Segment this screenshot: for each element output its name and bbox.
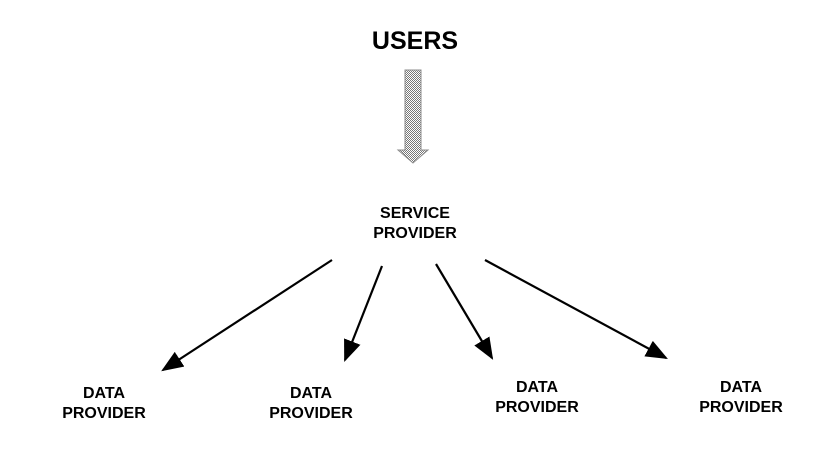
arrow-to-data-provider-4: [484, 259, 668, 360]
data-provider-line-2: PROVIDER: [495, 399, 579, 416]
data-provider-line-1: DATA: [719, 379, 763, 396]
service-provider-node: SERVICE PROVIDER: [315, 204, 515, 244]
service-provider-line-1: SERVICE: [380, 205, 450, 222]
arrow-to-data-provider-3: [435, 263, 494, 360]
users-text: USERS: [371, 27, 459, 55]
data-provider-node-4: DATA PROVIDER: [671, 378, 811, 418]
data-provider-node-1: DATA PROVIDER: [34, 384, 174, 424]
data-provider-line-1: DATA: [82, 385, 126, 402]
data-provider-node-2: DATA PROVIDER: [241, 384, 381, 424]
data-provider-line-1: DATA: [289, 385, 333, 402]
data-provider-line-1: DATA: [515, 379, 559, 396]
users-label: USERS: [315, 26, 515, 57]
data-provider-node-3: DATA PROVIDER: [467, 378, 607, 418]
data-provider-line-2: PROVIDER: [269, 405, 353, 422]
arrow-to-data-provider-2: [343, 265, 384, 363]
users-arrow: [396, 69, 430, 164]
data-provider-line-2: PROVIDER: [699, 399, 783, 416]
arrow-to-data-provider-1: [161, 259, 333, 372]
service-provider-line-2: PROVIDER: [373, 225, 457, 242]
data-provider-line-2: PROVIDER: [62, 405, 146, 422]
